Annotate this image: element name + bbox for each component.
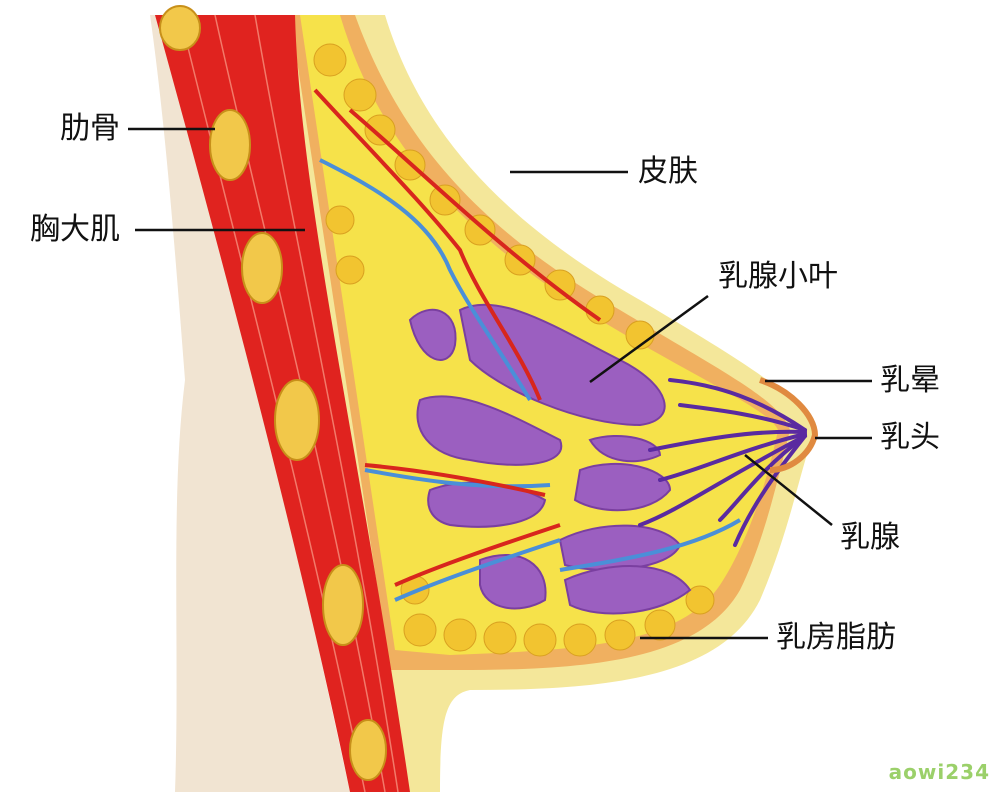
watermark: aowi234 bbox=[888, 760, 990, 784]
fat-globules bbox=[313, 43, 715, 657]
label-mammary-gland: 乳腺 bbox=[840, 520, 900, 555]
areola-nipple bbox=[759, 377, 819, 473]
veins bbox=[319, 158, 742, 602]
label-nipple: 乳头 bbox=[880, 420, 940, 455]
chest-wall bbox=[150, 15, 350, 792]
ribs bbox=[159, 5, 387, 781]
label-lobule: 乳腺小叶 bbox=[718, 259, 838, 294]
label-breast-fat: 乳房脂肪 bbox=[776, 620, 896, 655]
label-rib: 肋骨 bbox=[60, 111, 120, 146]
leader-lines bbox=[128, 127, 872, 640]
label-pectoralis-major: 胸大肌 bbox=[30, 212, 120, 247]
muscle-fibers bbox=[179, 14, 399, 792]
arteries bbox=[313, 88, 602, 587]
label-areola: 乳晕 bbox=[880, 363, 940, 398]
label-skin: 皮肤 bbox=[638, 154, 698, 189]
milk-ducts bbox=[638, 378, 807, 547]
